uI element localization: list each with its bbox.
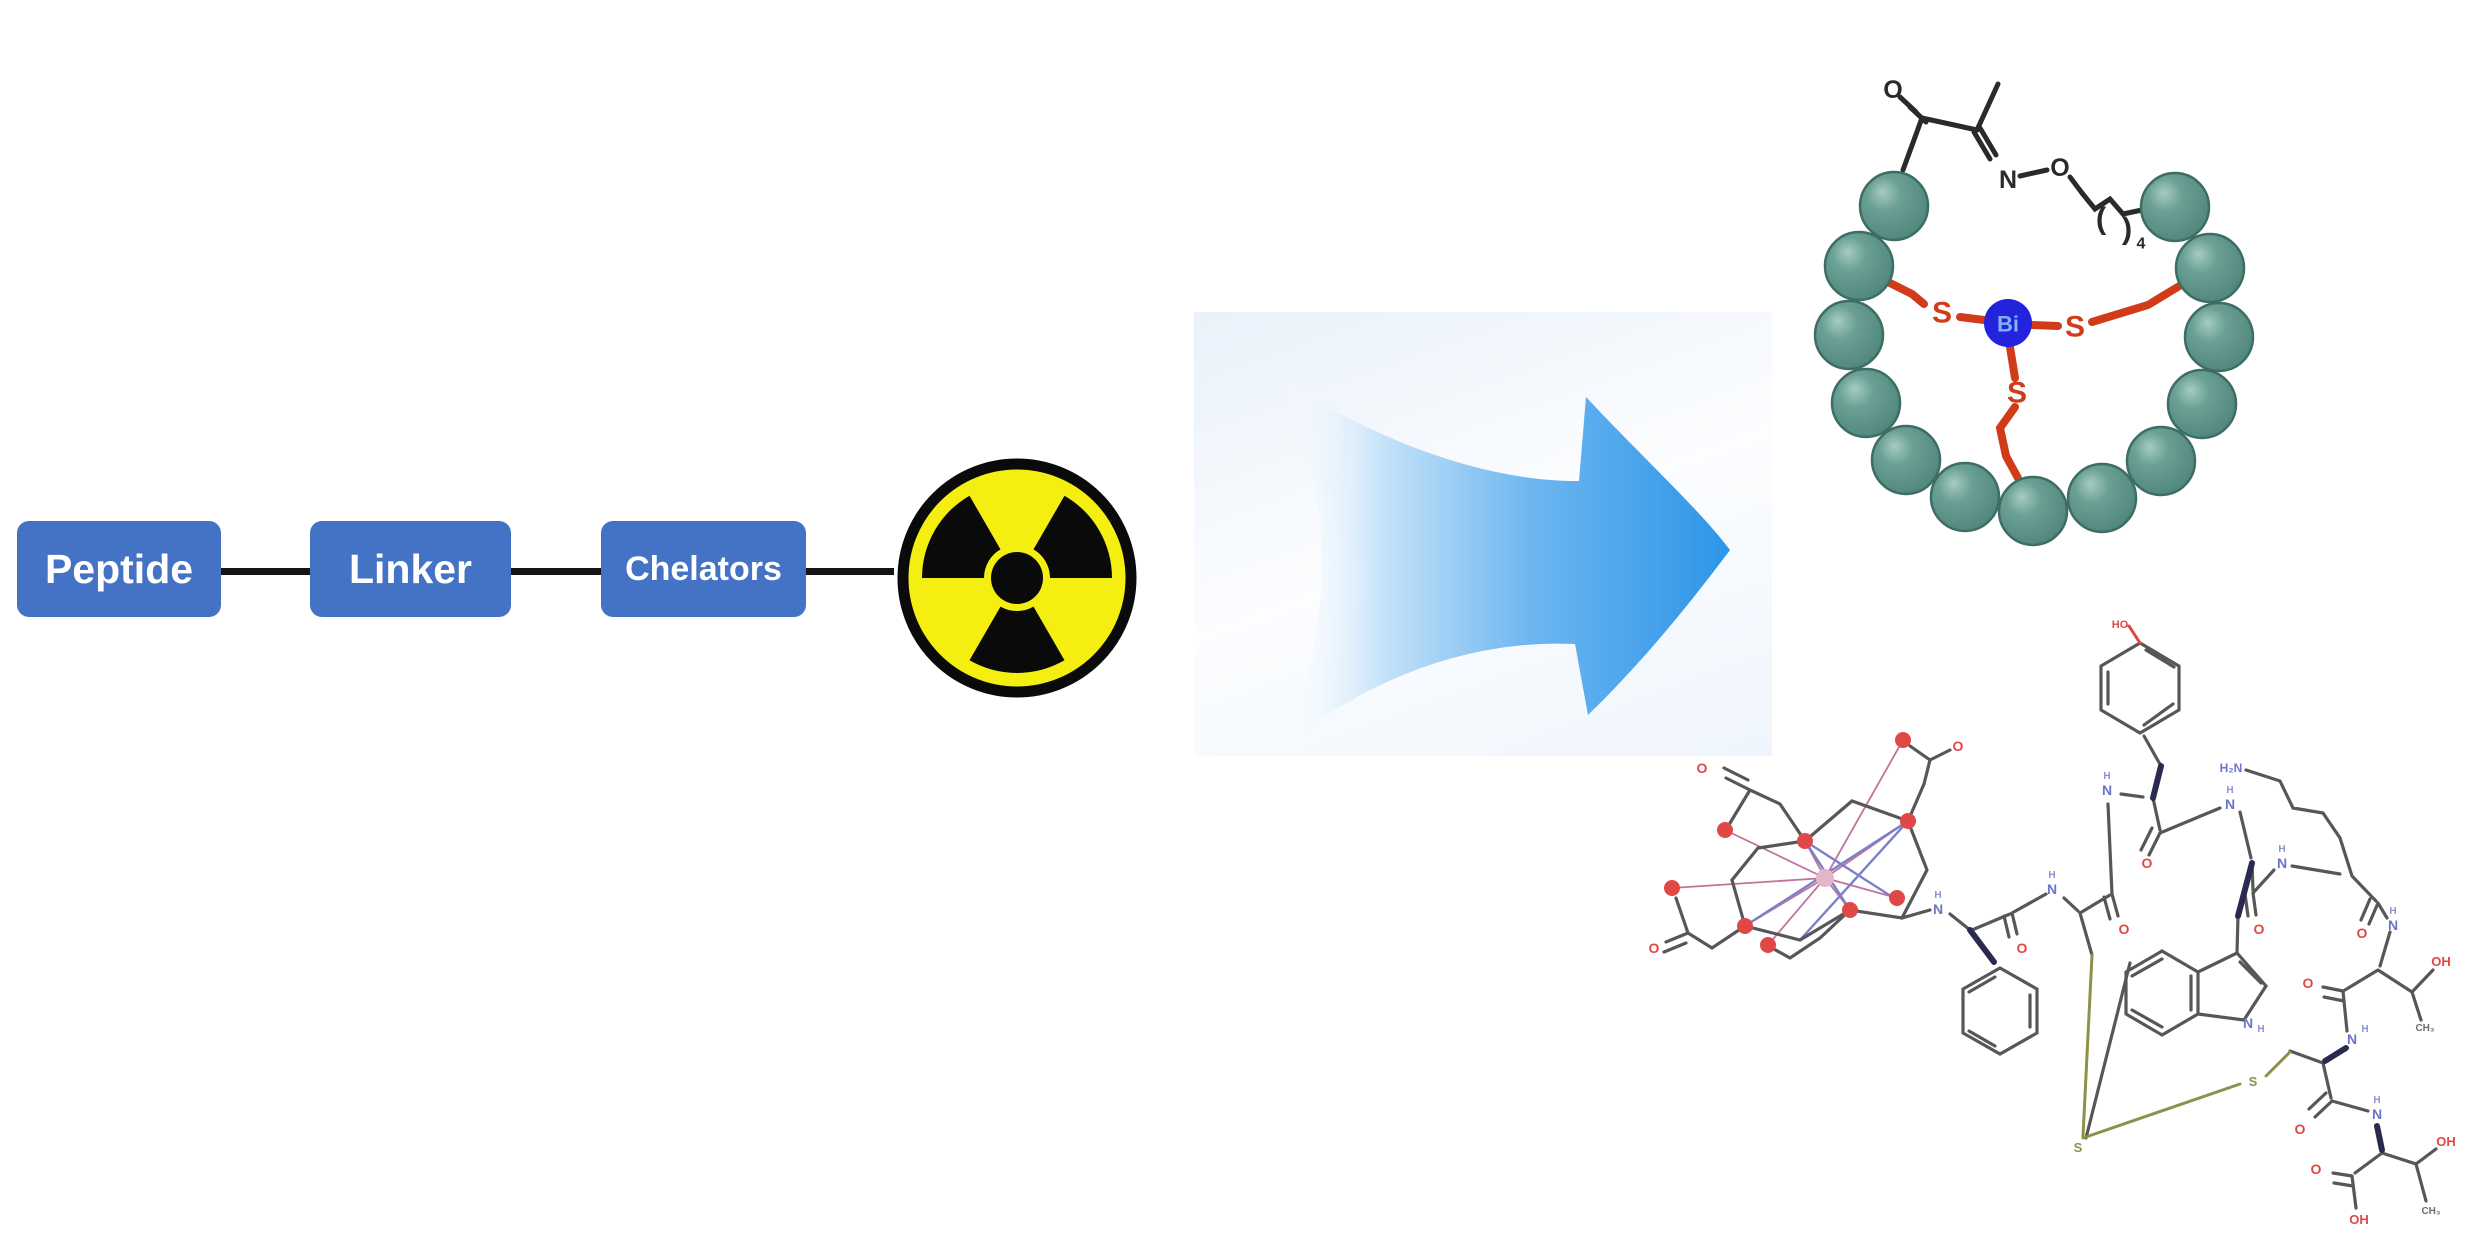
- peptide-box-label: Peptide: [44, 545, 194, 592]
- nitrogen-label: N: [1933, 901, 1943, 917]
- amide-h-label: H: [2278, 844, 2285, 855]
- atom-labels: O O O O O O O O O O O HO OH OH OH N N N …: [1649, 619, 2456, 1227]
- peptide-bead: [2183, 301, 2255, 373]
- radiation-trefoil-blades: [922, 495, 1112, 674]
- peptide-bead: [1929, 461, 2001, 533]
- acid-oh-label: OH: [2349, 1212, 2369, 1227]
- methyl-label: CH₃: [2415, 1023, 2434, 1034]
- skeleton-bonds: [1662, 641, 2438, 1210]
- bismuth-label: Bi: [1997, 312, 2019, 337]
- peptide-bead: [1823, 230, 1895, 302]
- connector-line: [221, 568, 310, 575]
- connector-line: [511, 568, 601, 575]
- amide-h-label: H: [2373, 1095, 2380, 1106]
- reaction-arrow-icon: [1282, 380, 1730, 747]
- thiol-bonds: [1884, 278, 2185, 482]
- nitrogen-label: N: [2388, 917, 2398, 933]
- oxygen-label: O: [2357, 925, 2368, 941]
- sulfur-label: S: [2007, 377, 2027, 410]
- oxygen-label: O: [2017, 940, 2028, 956]
- bead-macrocycle-figure: O N O ( ) 4: [1813, 76, 2255, 547]
- hydroxyl-label: OH: [2431, 954, 2451, 969]
- metal-coordination-bonds: [1671, 739, 1909, 946]
- oxygen-label: O: [2311, 1161, 2322, 1177]
- peptide-bead: [1830, 367, 1902, 439]
- stereo-wedge-bonds: [1967, 763, 2385, 1153]
- chelators-box-label: Chelators: [625, 549, 782, 588]
- amide-h-label: H: [2361, 1024, 2368, 1035]
- sulfur-label: S: [1932, 297, 1952, 330]
- carbonyl-oxygen-label: O: [1883, 76, 1902, 104]
- oxime-linker-labels: O N O ( ) 4: [1883, 76, 2145, 253]
- amide-h-label: H: [1934, 890, 1941, 901]
- amide-h-label: H: [2103, 771, 2110, 782]
- chelated-metal-dot: [1816, 869, 1834, 887]
- oxygen-label: O: [2142, 855, 2153, 871]
- dotatate-structure-figure: O O O O O O O O O O O HO OH OH OH N N N …: [1649, 619, 2456, 1227]
- oxygen-label: O: [2303, 975, 2314, 991]
- nitrogen-label: N: [2372, 1106, 2382, 1122]
- arrow-shape: [1282, 380, 1730, 747]
- oxime-linker-bonds: [1897, 81, 2145, 217]
- indole-nitrogen-label: N: [2243, 1015, 2253, 1031]
- peptide-bead: [1997, 475, 2069, 547]
- sulfur-label: S: [2074, 1140, 2083, 1155]
- chelators-box: Chelators: [601, 521, 806, 617]
- oxygen-dots: [1664, 732, 1916, 953]
- radiation-icon: [897, 458, 1137, 698]
- nitrogen-label: N: [2225, 796, 2235, 812]
- phenol-oh-bond: [2127, 624, 2142, 645]
- hydroxyl-label: OH: [2436, 1134, 2456, 1149]
- oxygen-label: O: [1953, 738, 1964, 754]
- imine-nitrogen-label: N: [1999, 166, 2017, 194]
- phenol-ho-label: HO: [2112, 619, 2129, 631]
- oxygen-label: O: [2295, 1121, 2306, 1137]
- sulfur-labels: S S S: [1932, 297, 2085, 410]
- disulfide-bonds: [2081, 953, 2292, 1140]
- connector-line: [806, 568, 894, 575]
- nitrogen-label: N: [2102, 782, 2112, 798]
- oxygen-label: O: [1697, 760, 1708, 776]
- oxygen-label: O: [2254, 921, 2265, 937]
- oxygen-label: O: [1649, 940, 1660, 956]
- nitrogen-label: N: [2047, 881, 2057, 897]
- peptide-bead: [2166, 368, 2238, 440]
- peptide-bead: [2139, 171, 2211, 243]
- peptide-box: Peptide: [17, 521, 221, 617]
- linker-box-label: Linker: [348, 545, 473, 592]
- peptide-bead: [1858, 170, 1930, 242]
- methyl-label: CH₃: [2421, 1206, 2440, 1217]
- oxime-oxygen-label: O: [2050, 154, 2069, 182]
- peptide-beads: [1813, 170, 2255, 547]
- amine-label: H₂N: [2220, 761, 2243, 775]
- nitrogen-label: N: [2277, 855, 2287, 871]
- sulfur-label: S: [2065, 311, 2085, 344]
- indole-h-label: H: [2257, 1024, 2264, 1035]
- oxygen-label: O: [2119, 921, 2130, 937]
- peptide-bead: [1813, 299, 1885, 371]
- repeat-open-paren: (: [2096, 201, 2107, 236]
- amide-h-label: H: [2226, 785, 2233, 796]
- peptide-bead: [2125, 425, 2197, 497]
- sulfur-label: S: [2249, 1074, 2258, 1089]
- peptide-bead: [2066, 462, 2138, 534]
- nitrogen-label: N: [2347, 1031, 2357, 1047]
- repeat-close-paren: ): [2122, 211, 2132, 246]
- linker-box: Linker: [310, 521, 511, 617]
- repeat-count-label: 4: [2137, 236, 2146, 253]
- amide-h-label: H: [2048, 870, 2055, 881]
- peptide-bead: [1870, 424, 1942, 496]
- bismuth-center: [1984, 299, 2032, 347]
- peptide-bead: [2174, 232, 2246, 304]
- amide-h-label: H: [2389, 906, 2396, 917]
